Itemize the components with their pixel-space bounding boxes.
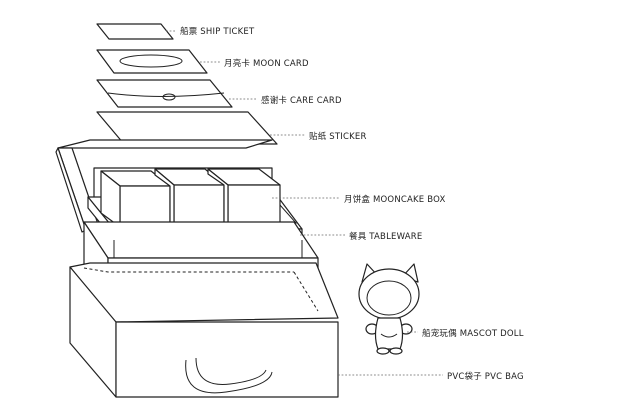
care-card [96,79,233,108]
pvc-bag [69,262,339,398]
label-care-card: 感谢卡 CARE CARD [261,95,342,106]
label-ship-ticket: 船票 SHIP TICKET [180,26,255,37]
label-tableware: 餐具 TABLEWARE [349,232,422,242]
label-mooncake-box: 月饼盒 MOONCAKE BOX [344,194,446,205]
ship-ticket [96,23,174,40]
label-pvc-bag: PVC袋子 PVC BAG [447,371,524,382]
moon-card [96,49,208,74]
label-mascot-doll: 船宠玩偶 MASCOT DOLL [422,328,524,339]
label-moon-card: 月亮卡 MOON CARD [224,58,309,69]
label-sticker: 贴纸 STICKER [309,131,367,142]
mascot-doll [358,263,420,355]
sticker [96,111,278,145]
leader-lines [166,30,443,376]
